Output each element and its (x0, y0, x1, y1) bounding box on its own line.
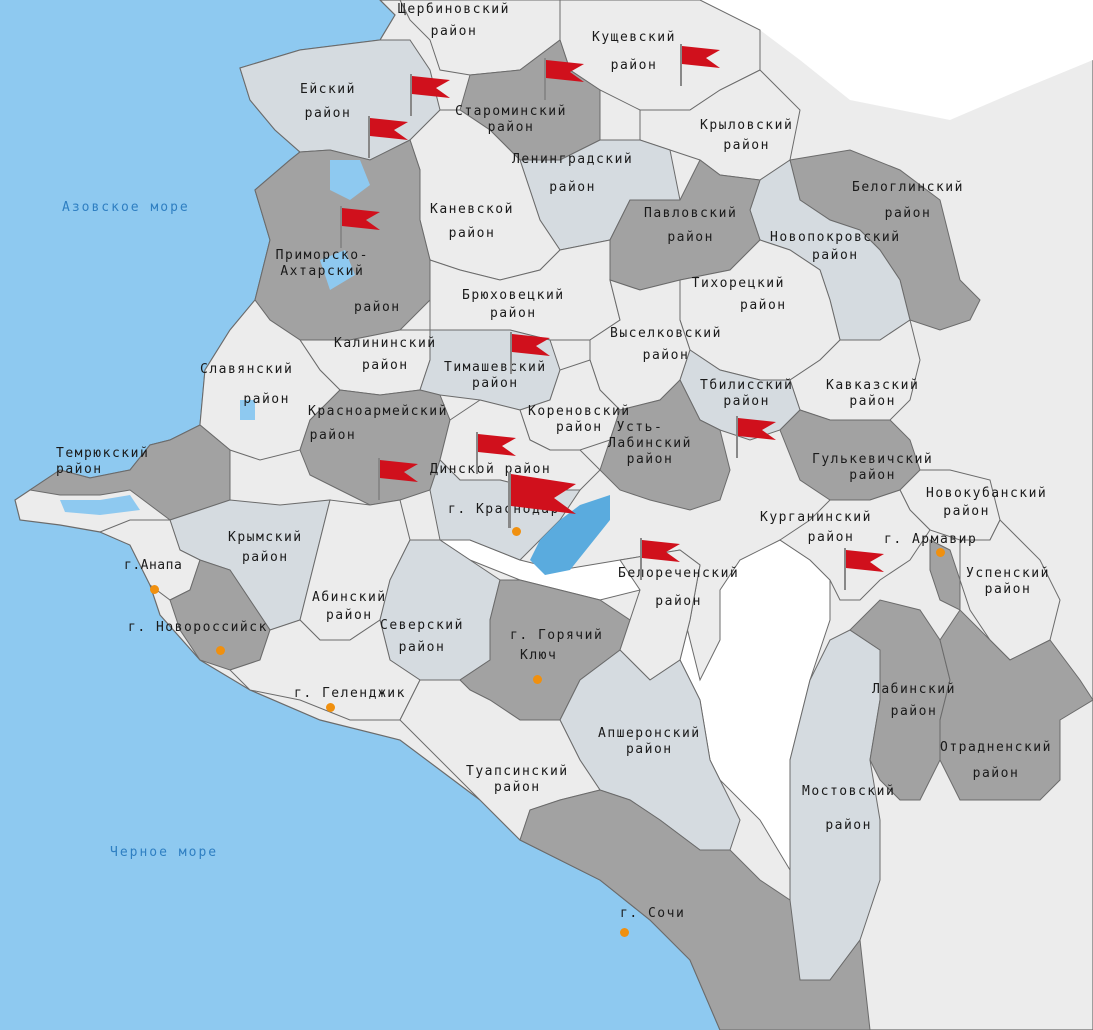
flag-icon[interactable] (676, 42, 724, 88)
flag-icon[interactable] (506, 330, 554, 376)
city-label-novorossiysk[interactable]: г. Новороссийск (128, 620, 268, 635)
city-label-sochi[interactable]: г. Сочи (620, 906, 686, 921)
flag-icon[interactable] (374, 456, 422, 502)
district-gulkevich (779, 409, 921, 501)
city-marker-armavir[interactable] (936, 548, 945, 557)
liman-temryuk (60, 495, 140, 515)
sea-label-azov: Азовское море (62, 200, 190, 215)
city-label-gelendzhik[interactable]: г. Геленджик (294, 686, 406, 701)
sea-label-black: Черное море (110, 845, 219, 860)
city-marker-novorossiysk[interactable] (216, 646, 225, 655)
liman-west (240, 400, 255, 420)
liman-akhtari (320, 250, 355, 290)
district-kurganinsky (779, 489, 931, 601)
city-marker-gelendzhik[interactable] (326, 703, 335, 712)
flag-icon[interactable] (540, 56, 588, 102)
district-otradnensky (939, 609, 1093, 801)
flag-icon[interactable] (364, 114, 412, 160)
city-marker-sochi[interactable] (620, 928, 629, 937)
liman-north (330, 160, 370, 200)
flag-icon[interactable] (732, 414, 780, 460)
flag-icon[interactable] (472, 430, 520, 476)
flag-icon[interactable] (336, 204, 384, 250)
flag-icon[interactable] (406, 72, 454, 118)
city-marker-anapa[interactable] (150, 585, 159, 594)
city-label-anapa[interactable]: г.Анапа (124, 558, 183, 573)
district-sochi (519, 789, 871, 1030)
district-gelendzhik (229, 619, 421, 721)
flag-icon[interactable] (636, 536, 684, 582)
unmapped-area (700, 0, 1093, 120)
district-labinsky (849, 599, 951, 801)
flag-icon-large[interactable] (500, 470, 580, 528)
city-marker-goryachy-klyuch[interactable] (533, 675, 542, 684)
district-ust-labinsky (599, 379, 731, 511)
krasnodar-reservoir (530, 495, 610, 575)
city-marker-krasnodar[interactable] (512, 527, 521, 536)
label-dinskoy[interactable]: Динской район (430, 462, 552, 477)
sea-area (0, 0, 720, 1030)
district-krasnodar-city (429, 459, 581, 561)
city-label-armavir[interactable]: г. Армавир (884, 532, 978, 547)
district-temryuk (28, 424, 231, 521)
flag-icon[interactable] (840, 546, 888, 592)
